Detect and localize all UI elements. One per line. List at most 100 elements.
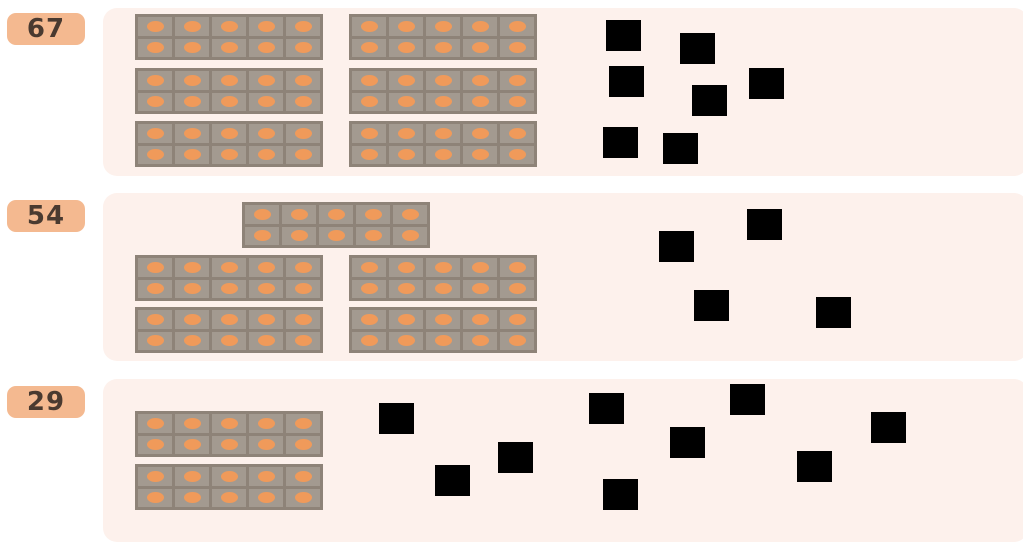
orange-dot (509, 21, 526, 32)
ten-strip-cell (500, 124, 534, 143)
orange-dot (435, 149, 452, 160)
ten-strip-cell (286, 414, 320, 433)
orange-dot (509, 335, 526, 346)
ten-strip-cell (249, 467, 283, 486)
ten-strip-cell (393, 205, 427, 224)
ten-strip-cell (249, 489, 283, 508)
ten-strip-cell (249, 146, 283, 165)
orange-dot (361, 149, 378, 160)
ten-strip-cell (138, 414, 172, 433)
orange-dot (295, 262, 312, 273)
ten-strip (349, 14, 537, 60)
orange-dot (435, 96, 452, 107)
ten-strip-cell (500, 258, 534, 277)
orange-dot (472, 314, 489, 325)
orange-dot (291, 230, 308, 241)
ten-strip-cell (175, 39, 209, 58)
ten-strip-cell (212, 489, 246, 508)
orange-dot (295, 75, 312, 86)
ten-strip-cell (393, 227, 427, 246)
orange-dot (295, 21, 312, 32)
ten-strip-cell (249, 93, 283, 112)
ten-strip-cell (249, 258, 283, 277)
orange-dot (435, 21, 452, 32)
ten-strip-cell (500, 310, 534, 329)
orange-dot (509, 262, 526, 273)
ten-strip-cell (282, 227, 316, 246)
ten-strip-cell (389, 332, 423, 351)
ten-strip-cell (286, 93, 320, 112)
ten-strip-cell (319, 227, 353, 246)
orange-dot (472, 335, 489, 346)
ten-strip (242, 202, 430, 248)
ten-strip-cell (389, 146, 423, 165)
orange-dot (184, 128, 201, 139)
orange-dot (147, 149, 164, 160)
ten-strip-cell (426, 146, 460, 165)
ten-strip-cell (500, 146, 534, 165)
orange-dot (147, 492, 164, 503)
orange-dot (361, 314, 378, 325)
orange-dot (435, 283, 452, 294)
ten-strip-cell (138, 280, 172, 299)
ten-strip-cell (212, 146, 246, 165)
ten-strip-cell (138, 489, 172, 508)
ten-strip-cell (352, 146, 386, 165)
orange-dot (472, 128, 489, 139)
ten-strip-cell (352, 39, 386, 58)
orange-dot (184, 471, 201, 482)
orange-dot (295, 149, 312, 160)
orange-dot (184, 149, 201, 160)
ten-strip-cell (286, 146, 320, 165)
orange-dot (295, 492, 312, 503)
orange-dot (361, 21, 378, 32)
orange-dot (472, 262, 489, 273)
unit-square (694, 290, 729, 321)
orange-dot (398, 335, 415, 346)
ten-strip-cell (352, 310, 386, 329)
unit-square (498, 442, 533, 473)
orange-dot (361, 42, 378, 53)
orange-dot (291, 209, 308, 220)
ten-strip (349, 121, 537, 167)
orange-dot (221, 471, 238, 482)
orange-dot (221, 418, 238, 429)
ten-strip-cell (286, 39, 320, 58)
row-panel-3 (103, 379, 1023, 542)
orange-dot (435, 314, 452, 325)
orange-dot (472, 149, 489, 160)
ten-strip-cell (389, 17, 423, 36)
ten-strip-cell (212, 93, 246, 112)
orange-dot (435, 42, 452, 53)
orange-dot (509, 42, 526, 53)
unit-square (670, 427, 705, 458)
orange-dot (398, 21, 415, 32)
ten-strip-cell (175, 414, 209, 433)
ten-strip-cell (138, 17, 172, 36)
orange-dot (435, 75, 452, 86)
unit-square (680, 33, 715, 64)
ten-strip (349, 255, 537, 301)
orange-dot (184, 75, 201, 86)
ten-strip-cell (138, 467, 172, 486)
orange-dot (147, 439, 164, 450)
ten-strip-cell (138, 146, 172, 165)
orange-dot (147, 471, 164, 482)
ten-strip-cell (175, 332, 209, 351)
ten-strip-cell (356, 205, 390, 224)
ten-strip-cell (249, 71, 283, 90)
unit-square (816, 297, 851, 328)
ten-strip-cell (138, 39, 172, 58)
orange-dot (147, 128, 164, 139)
ten-strip-cell (286, 124, 320, 143)
ten-strip-cell (212, 17, 246, 36)
orange-dot (472, 96, 489, 107)
unit-square (379, 403, 414, 434)
ten-strip-cell (175, 17, 209, 36)
orange-dot (361, 335, 378, 346)
orange-dot (221, 149, 238, 160)
ten-strip (135, 411, 323, 457)
ten-strip-cell (286, 332, 320, 351)
orange-dot (221, 21, 238, 32)
ten-strip-cell (426, 310, 460, 329)
